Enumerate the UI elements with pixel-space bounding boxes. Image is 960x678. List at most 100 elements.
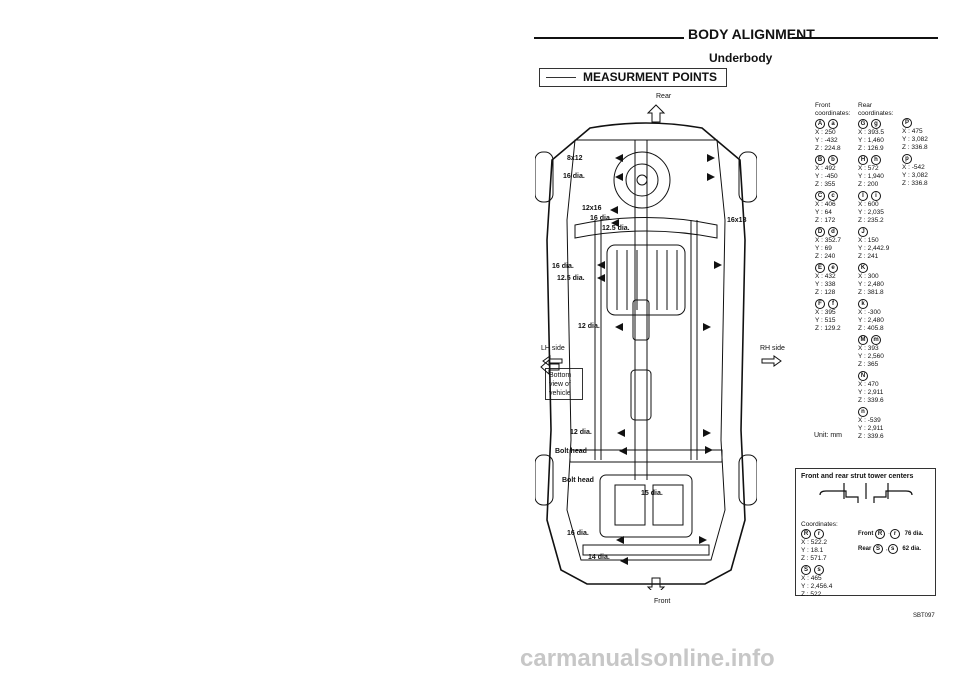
coord-x: 395	[824, 309, 836, 316]
coord-z: 240	[824, 253, 836, 260]
strut-tower-box: Front and rear strut tower centers Coord…	[795, 468, 936, 598]
unit-label: Unit: mm	[814, 432, 842, 439]
marker-icon: c	[828, 191, 838, 201]
coord-block: K X : 300 Y : 2,480 Z : 381.8	[858, 263, 884, 296]
coord-x: 492	[824, 165, 836, 172]
coord-y: 515	[824, 317, 836, 324]
coord-x: -300	[867, 309, 881, 316]
coord-x: 150	[867, 237, 879, 244]
marker-icon: A	[815, 119, 825, 129]
marker-icon: m	[871, 335, 881, 345]
bottom-view-box: Bottom view of vehicle	[545, 368, 583, 400]
callout: 16 dia.	[563, 173, 585, 180]
marker-icon: N	[858, 371, 868, 381]
coord-x: 470	[867, 381, 879, 388]
coord-z: 339.6	[867, 433, 884, 440]
coord-z: 224.8	[824, 145, 841, 152]
lh-arrow-icon	[542, 355, 563, 367]
marker-icon: G	[858, 119, 868, 129]
coord-z: 241	[867, 253, 879, 260]
marker-icon: p	[902, 154, 912, 164]
coord-y: 1,460	[867, 137, 884, 144]
coord-y: 2,560	[867, 353, 884, 360]
coord-y: 2,442.9	[867, 245, 890, 252]
coord-x: 406	[824, 201, 836, 208]
strut-front-label: Front	[858, 531, 874, 537]
coord-x: 600	[867, 201, 879, 208]
coord-z: 129.2	[824, 325, 841, 332]
marker-icon: S	[801, 565, 811, 575]
callout: 16 dia.	[567, 530, 589, 537]
marker-icon: a	[828, 119, 838, 129]
coord-x: 432	[824, 273, 836, 280]
section-title: MEASURMENT POINTS	[580, 70, 721, 84]
marker-icon: E	[815, 263, 825, 273]
coord-z: 522	[810, 591, 822, 598]
rear-coordinates-heading: coordinates:	[858, 110, 894, 117]
marker-icon: g	[871, 119, 881, 129]
coord-y: 2,911	[867, 389, 884, 396]
marker-icon: D	[815, 227, 825, 237]
marker-icon: P	[902, 118, 912, 128]
coord-x: 572	[867, 165, 879, 172]
bottom-view-line: vehicle	[549, 390, 571, 397]
coord-z: 126.9	[867, 145, 884, 152]
marker-icon: s	[814, 565, 824, 575]
coord-z: 128	[824, 289, 836, 296]
coord-z: 172	[824, 217, 836, 224]
coord-y: 2,035	[867, 209, 884, 216]
marker-icon: C	[815, 191, 825, 201]
callout: 16 dia.	[590, 215, 612, 222]
strut-title: Front and rear strut tower centers	[801, 473, 914, 480]
coord-x: -542	[911, 164, 925, 171]
coord-x: -539	[867, 417, 881, 424]
bottom-view-line: view of	[549, 381, 571, 388]
page-title: BODY ALIGNMENT	[688, 26, 815, 42]
strut-coordinates-label: Coordinates:	[801, 521, 838, 528]
marker-icon: d	[828, 227, 838, 237]
coord-x: 300	[867, 273, 879, 280]
coord-x: 393	[867, 345, 879, 352]
marker-icon: h	[871, 155, 881, 165]
coord-x: 465	[810, 575, 822, 582]
coord-z: 235.2	[867, 217, 884, 224]
coord-z: 200	[867, 181, 879, 188]
coord-y: 2,480	[867, 317, 884, 324]
marker-icon: J	[858, 227, 868, 237]
coord-y: 18.1	[810, 547, 824, 554]
marker-icon: k	[858, 299, 868, 309]
extra-coordinates: P X : 475 Y : 3,082 Z : 336.8 p X : -542…	[902, 118, 928, 190]
coord-block: k X : -300 Y : 2,480 Z : 405.8	[858, 299, 884, 332]
marker-icon: r	[814, 529, 824, 539]
front-coordinates-heading: Front	[815, 102, 831, 109]
header-rule-right	[792, 37, 938, 39]
marker-icon: K	[858, 263, 868, 273]
strut-rear-label: Rear	[858, 546, 872, 552]
coord-z: 336.8	[911, 180, 928, 187]
strut-tower-icon	[819, 483, 913, 503]
marker-icon: e	[828, 263, 838, 273]
callout: 16 dia.	[552, 263, 574, 270]
strut-front-dia: 76 dia.	[904, 531, 924, 537]
marker-icon: f	[828, 299, 838, 309]
coord-y: -450	[824, 173, 838, 180]
coord-y: 338	[824, 281, 836, 288]
callout: 12 dia.	[578, 323, 600, 330]
callout: 16x18	[727, 217, 747, 224]
marker-icon: n	[858, 407, 868, 417]
rear-coordinates-heading: Rear	[858, 102, 873, 109]
coord-block: J X : 150 Y : 2,442.9 Z : 241	[858, 227, 890, 260]
marker-icon: R	[801, 529, 811, 539]
coord-z: 355	[824, 181, 836, 188]
